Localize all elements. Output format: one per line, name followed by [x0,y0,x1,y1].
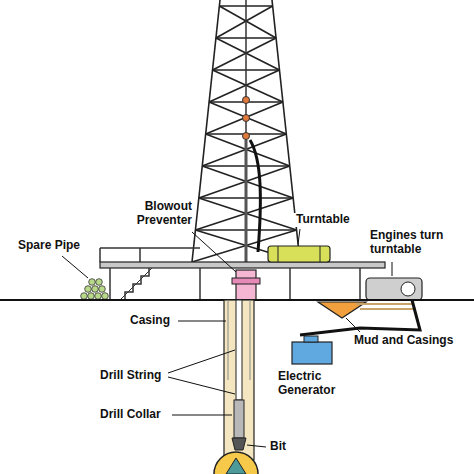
pulley [243,133,250,140]
leader-line [168,350,235,373]
support [289,268,291,300]
leader-line [392,262,393,276]
derrick-strut [216,38,280,70]
pipe-end [95,293,102,300]
part-label: Mud and Casings [352,334,455,348]
derrick-strut [195,198,293,230]
leader-line [247,445,266,447]
part-label: Electric Generator [276,370,360,398]
railing [139,248,141,262]
electric-generator [292,342,332,364]
drill-collar [234,400,244,438]
hose [250,140,260,252]
spare-pipe-pile [81,279,109,300]
part-label: Spare Pipe [16,239,82,253]
leader-lines [62,229,392,447]
part-label: Blowout Preventer [118,200,194,228]
casing-wall [250,300,251,380]
casing-rack [356,303,412,305]
mud-hose [300,300,420,335]
leader-line [178,321,226,322]
borehole [224,300,254,460]
engine [366,278,422,300]
casing-wall [228,300,229,380]
derrick-strut [202,166,293,198]
support [199,268,201,300]
platform [100,262,385,268]
pulley [243,97,250,104]
leader-line [62,256,88,278]
support [109,268,111,300]
turntable-machine [268,246,330,262]
machine-detail [320,246,321,262]
part-label: Bit [268,440,288,454]
pipe-end [81,293,88,300]
part-label: Drill String [98,369,163,383]
derrick-strut [206,102,283,134]
pipe-end [88,293,95,300]
pipe-end [102,293,109,300]
leader-line [168,377,235,394]
blowout-preventer [232,278,260,284]
pipe-end [89,279,96,286]
derrick-strut [209,102,286,134]
stairs [125,268,149,300]
derrick-strut [216,6,273,38]
engine-wheel [401,282,415,296]
stairs [120,268,152,300]
generator-cap [304,336,318,342]
pulley [243,115,250,122]
part-label: Turntable [294,213,352,227]
blowout-preventer [236,270,256,300]
machine-detail [278,246,279,262]
derrick-strut [199,166,290,198]
support [359,268,361,300]
pipe-end [96,279,103,286]
leader-line [298,229,300,244]
leader-line [172,415,232,416]
part-label: Casing [128,314,172,328]
part-label: Drill Collar [98,408,163,422]
kelly [245,140,248,262]
casing-rack [360,308,416,310]
railing [99,248,101,262]
railing [100,247,200,249]
part-label: Engines turn turntable [368,229,470,257]
drill-string [236,300,242,400]
pipe-end [99,286,106,293]
leader-line [192,232,236,272]
derrick-strut [213,38,277,70]
leader-line [346,318,360,332]
bit-detail [214,452,258,474]
derrick-strut [199,198,297,230]
derrick [192,0,300,262]
pipe-end [85,286,92,293]
pipe-end [92,286,99,293]
bit-detail [226,458,246,474]
derrick-strut [219,6,276,38]
drill-bit [232,438,246,450]
